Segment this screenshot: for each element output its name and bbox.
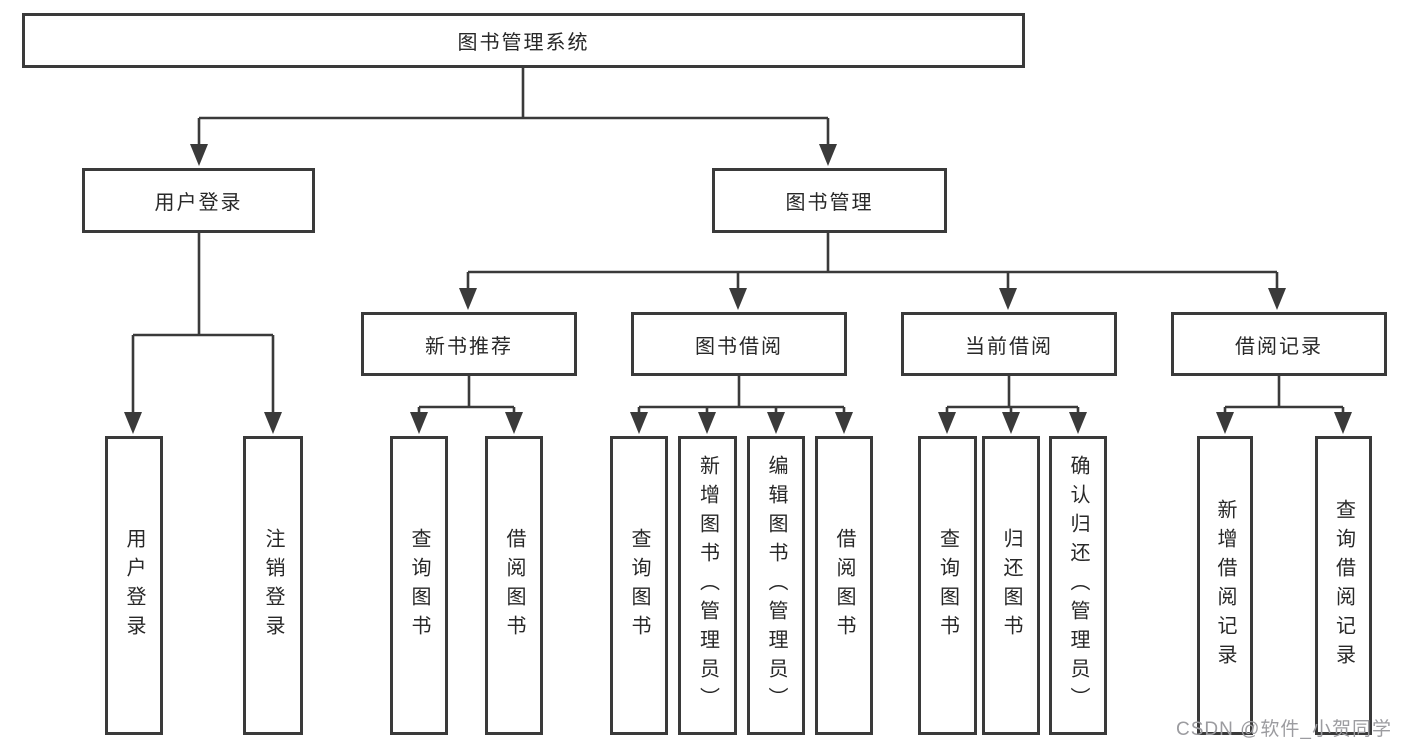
- leaf-logout: 注销登录: [243, 436, 303, 735]
- leaf-bb-borrow-books: 借阅图书: [815, 436, 873, 735]
- leaf-bb-borrow-books-label: 借阅图书: [833, 527, 855, 644]
- watermark: CSDN @软件_小贺同学: [1176, 719, 1392, 740]
- node-user-login: 用户登录: [82, 168, 315, 233]
- leaf-cb-confirm-return-admin-label: 确认归还（管理员）: [1067, 455, 1089, 716]
- leaf-logout-label: 注销登录: [262, 527, 284, 644]
- leaf-br-query-record: 查询借阅记录: [1315, 436, 1372, 735]
- node-book-mgmt: 图书管理: [712, 168, 947, 233]
- leaf-nbr-borrow-books-label: 借阅图书: [503, 527, 525, 644]
- leaf-cb-confirm-return-admin: 确认归还（管理员）: [1049, 436, 1107, 735]
- leaf-cb-query-books: 查询图书: [918, 436, 977, 735]
- leaf-user-login: 用户登录: [105, 436, 163, 735]
- leaf-bb-query-books-label: 查询图书: [628, 527, 650, 644]
- leaf-bb-add-books-admin: 新增图书（管理员）: [678, 436, 737, 735]
- node-book-borrow: 图书借阅: [631, 312, 847, 376]
- leaf-bb-edit-books-admin: 编辑图书（管理员）: [747, 436, 805, 735]
- leaf-cb-return-books: 归还图书: [982, 436, 1040, 735]
- leaf-br-query-record-label: 查询借阅记录: [1332, 498, 1355, 673]
- leaf-nbr-query-books-label: 查询图书: [408, 527, 430, 644]
- leaf-br-add-record: 新增借阅记录: [1197, 436, 1253, 735]
- leaf-bb-query-books: 查询图书: [610, 436, 668, 735]
- node-new-book-rec: 新书推荐: [361, 312, 577, 376]
- node-current-borrow: 当前借阅: [901, 312, 1117, 376]
- node-borrow-records: 借阅记录: [1171, 312, 1387, 376]
- leaf-bb-add-books-admin-label: 新增图书（管理员）: [696, 455, 719, 716]
- leaf-nbr-borrow-books: 借阅图书: [485, 436, 543, 735]
- arrowheads: [124, 144, 1352, 434]
- leaf-cb-return-books-label: 归还图书: [1000, 527, 1022, 644]
- connector-stems: [131, 68, 1345, 416]
- leaf-nbr-query-books: 查询图书: [390, 436, 448, 735]
- leaf-cb-query-books-label: 查询图书: [936, 527, 959, 644]
- leaf-br-add-record-label: 新增借阅记录: [1214, 498, 1236, 673]
- leaf-user-login-label: 用户登录: [123, 527, 145, 644]
- node-root: 图书管理系统: [22, 13, 1025, 68]
- leaf-bb-edit-books-admin-label: 编辑图书（管理员）: [765, 455, 787, 716]
